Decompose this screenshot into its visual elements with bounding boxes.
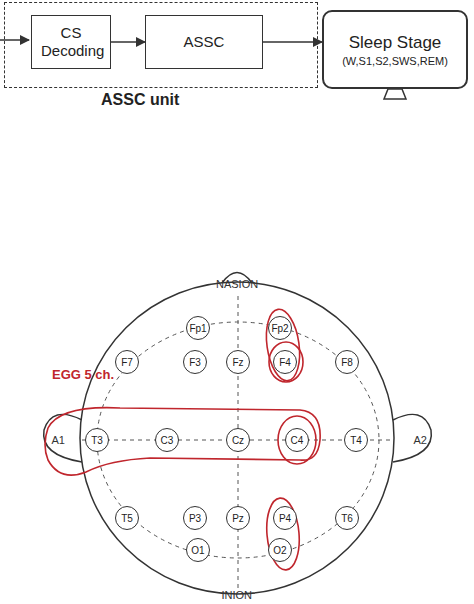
process-box: CS Decoding	[31, 15, 111, 69]
electrode-circle: Cz	[226, 428, 250, 452]
electrode-label: P3	[189, 513, 201, 524]
monitor-detail: (W,S1,S2,SWS,REM)	[342, 54, 448, 68]
electrode-circle: F8	[335, 350, 359, 374]
electrode-circle: O1	[186, 538, 210, 562]
electrode-label: A2	[414, 434, 427, 446]
monitor-display: Sleep Stage(W,S1,S2,SWS,REM)	[322, 10, 468, 89]
flow-arrow	[111, 41, 145, 43]
electrode-label: F4	[279, 357, 291, 368]
electrode-label: C4	[291, 435, 304, 446]
landmark-label: INION	[222, 589, 253, 601]
electrode-circle: C4	[285, 428, 309, 452]
electrode-circle: Fp2	[268, 316, 292, 340]
annotation-label: EGG 5 ch.	[52, 367, 114, 382]
electrode-circle: F7	[115, 350, 139, 374]
electrode-label: P4	[279, 513, 291, 524]
process-box: ASSC	[145, 15, 263, 69]
electrode-label: Cz	[232, 435, 244, 446]
electrode-label: Fz	[232, 357, 243, 368]
electrode-label: F7	[121, 357, 133, 368]
highlight-ellipse	[262, 307, 304, 383]
flow-arrow	[263, 41, 322, 43]
electrode-circle: Fp1	[186, 316, 210, 340]
electrode-circle: T6	[335, 506, 359, 530]
electrode-label: O2	[273, 545, 286, 556]
electrode-label: F3	[189, 357, 201, 368]
electrode-label: T6	[341, 513, 353, 524]
left-ear	[44, 414, 82, 462]
electrode-circle: Fz	[226, 350, 250, 374]
electrode-circle: Pz	[226, 506, 250, 530]
highlight-ellipse	[269, 342, 303, 382]
monitor-stand	[384, 89, 406, 99]
right-ear	[393, 414, 431, 462]
monitor-title: Sleep Stage	[349, 32, 442, 54]
electrode-circle: T3	[85, 428, 109, 452]
electrode-circle: O2	[268, 538, 292, 562]
channel-highlights	[45, 307, 320, 571]
electrode-circle: T5	[115, 506, 139, 530]
highlight-loop	[45, 408, 320, 475]
landmark-label: NASION	[216, 278, 258, 290]
electrode-label: T4	[350, 435, 362, 446]
electrode-label: A1	[52, 434, 65, 446]
electrode-label: Fp2	[271, 323, 288, 334]
electrode-label: Pz	[232, 513, 244, 524]
electrode-label: T3	[91, 435, 103, 446]
group-label: ASSC unit	[101, 91, 179, 109]
electrode-circle: F4	[273, 350, 297, 374]
box-label: CS Decoding	[41, 24, 101, 60]
electrode-label: F8	[341, 357, 353, 368]
electrode-label: Fp1	[189, 323, 206, 334]
head-outline	[80, 282, 394, 594]
electrode-circle: T4	[344, 428, 368, 452]
electrode-label: T5	[121, 513, 133, 524]
electrode-circle: F3	[183, 350, 207, 374]
box-label: ASSC	[184, 33, 225, 51]
electrode-circle: P4	[273, 506, 297, 530]
highlight-ellipse	[264, 497, 302, 572]
electrode-label: O1	[191, 545, 204, 556]
electrode-label: C3	[161, 435, 174, 446]
unit-group: ASSC unitCS DecodingASSC	[4, 2, 318, 88]
highlight-ellipse	[278, 416, 316, 464]
electrode-circle: P3	[183, 506, 207, 530]
electrode-circle: C3	[155, 428, 179, 452]
